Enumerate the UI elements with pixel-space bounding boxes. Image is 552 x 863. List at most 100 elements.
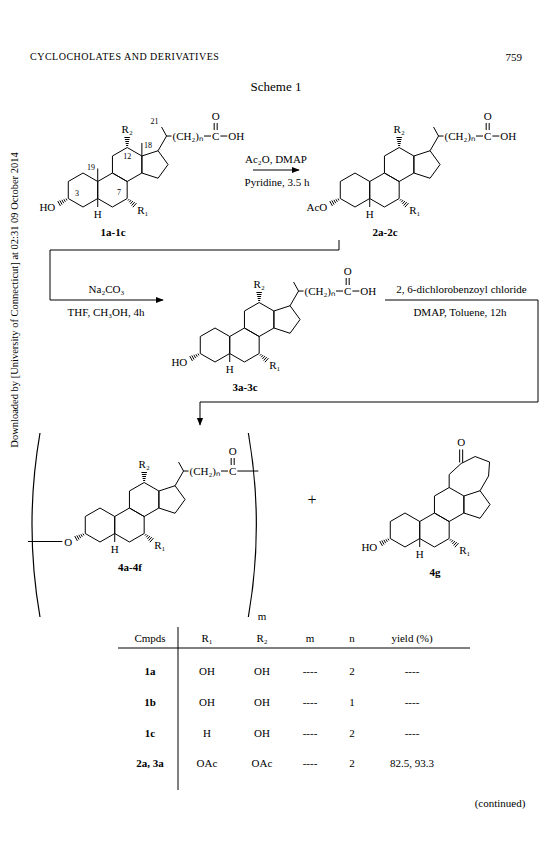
- bond-line: [125, 141, 129, 142]
- bond-line: [81, 534, 82, 537]
- bond-line: [214, 123, 215, 130]
- hydrogen-label: H: [94, 208, 102, 219]
- atom-label: O: [344, 266, 352, 277]
- substituent-label: R₁: [154, 539, 165, 550]
- compound-number: 4g: [430, 567, 441, 578]
- bond-line: [142, 151, 168, 179]
- bond-line: [256, 292, 262, 293]
- bond-line: [97, 169, 98, 182]
- bond-line: [217, 123, 218, 130]
- compound-number: 4a-4f: [118, 562, 142, 573]
- atom-number: 3: [75, 190, 79, 198]
- atom-label: OH: [228, 131, 244, 142]
- bond-line: [231, 458, 232, 465]
- bond-line: [450, 539, 451, 541]
- bond-line: [133, 203, 137, 207]
- bond-line: [387, 539, 389, 541]
- bond-line: [476, 136, 483, 137]
- table-cell: ----: [303, 666, 318, 677]
- bond-line: [162, 127, 167, 136]
- bond-line: [124, 137, 130, 138]
- hydrogen-label: H: [226, 363, 234, 374]
- bond-line: [334, 200, 336, 203]
- bond-line: [141, 143, 142, 156]
- bond-line: [204, 136, 211, 137]
- table-cell: 1: [349, 697, 355, 708]
- compound-number: 3a-3c: [232, 382, 257, 393]
- scheme-title: Scheme 1: [251, 80, 302, 93]
- bond-line: [434, 488, 463, 522]
- reagent-label: DMAP, Toluene, 12h: [413, 307, 506, 318]
- hydrogen-label: H: [111, 543, 119, 554]
- bond-line: [244, 303, 273, 337]
- repeat-bracket: [32, 433, 40, 617]
- bond-line: [150, 538, 154, 542]
- bond-line: [401, 200, 403, 202]
- bond-line: [414, 151, 440, 179]
- table-cell: 1b: [144, 697, 156, 708]
- bond-line: [480, 476, 489, 491]
- bond-line: [98, 173, 127, 207]
- atom-label: O: [484, 111, 492, 122]
- bond-line: [129, 200, 131, 202]
- substituent-label: R₂: [254, 278, 265, 289]
- table-cell: 2: [349, 666, 355, 677]
- bond-line: [352, 291, 359, 292]
- bond-line: [492, 136, 499, 137]
- bond-line: [141, 472, 147, 473]
- bond-line: [126, 145, 128, 146]
- bond-line: [420, 513, 449, 547]
- atom-label: (CH₂)ₙ: [190, 466, 220, 477]
- bond-line: [258, 300, 260, 301]
- atom-number: 12: [123, 153, 131, 161]
- bond-line: [346, 278, 347, 285]
- bond-line: [369, 199, 370, 208]
- table-cell: ----: [303, 697, 318, 708]
- table-cell: 1c: [145, 728, 155, 739]
- bond-line: [142, 476, 146, 477]
- hydrogen-label: H: [366, 208, 374, 219]
- bond-line: [114, 534, 115, 543]
- table-cell: ----: [303, 728, 318, 739]
- substituent-label: R₂: [394, 123, 405, 134]
- bond-line: [336, 199, 337, 202]
- atom-label: OH: [500, 131, 516, 142]
- structure-formula: OHOHR₁4g: [353, 430, 500, 580]
- bond-line: [439, 136, 444, 137]
- table-rule: [118, 648, 470, 649]
- bond-line: [257, 296, 261, 297]
- bond-line: [430, 136, 439, 151]
- table-cell: H: [203, 728, 211, 739]
- bond-line: [229, 354, 230, 363]
- table-cell: yield (%): [391, 633, 432, 644]
- skeleton-drawing: [163, 263, 385, 395]
- bond-line: [234, 458, 235, 465]
- bond-line: [262, 356, 265, 359]
- bond-line: [449, 457, 489, 488]
- bond-line: [402, 201, 405, 204]
- bond-line: [221, 471, 228, 472]
- skeleton-drawing: [299, 108, 523, 240]
- bond-line: [167, 136, 172, 137]
- bond-line: [184, 471, 189, 472]
- bond-line: [336, 291, 343, 292]
- table-cell: OH: [254, 728, 270, 739]
- atom-label: (CH₂)ₙ: [445, 131, 475, 142]
- substituent-label: R₁: [269, 359, 280, 370]
- table-cell: 2a, 3a: [136, 758, 164, 769]
- hydrogen-label: H: [416, 548, 424, 559]
- bond-line: [143, 478, 146, 479]
- table-cell: 82.5, 93.3: [390, 758, 434, 769]
- table-cell: OH: [199, 666, 215, 677]
- bond-line: [452, 541, 455, 544]
- table-cell: OH: [254, 697, 270, 708]
- bond-line: [115, 508, 144, 542]
- bond-line: [380, 541, 383, 546]
- table-cell: R₂: [256, 633, 267, 644]
- bond-line: [265, 358, 269, 362]
- atom-label: C: [344, 286, 351, 297]
- table-cell: Cmpds: [134, 633, 165, 644]
- bond-line: [158, 136, 167, 151]
- table-cell: OAc: [252, 758, 273, 769]
- atom-label: (CH₂)ₙ: [305, 286, 335, 297]
